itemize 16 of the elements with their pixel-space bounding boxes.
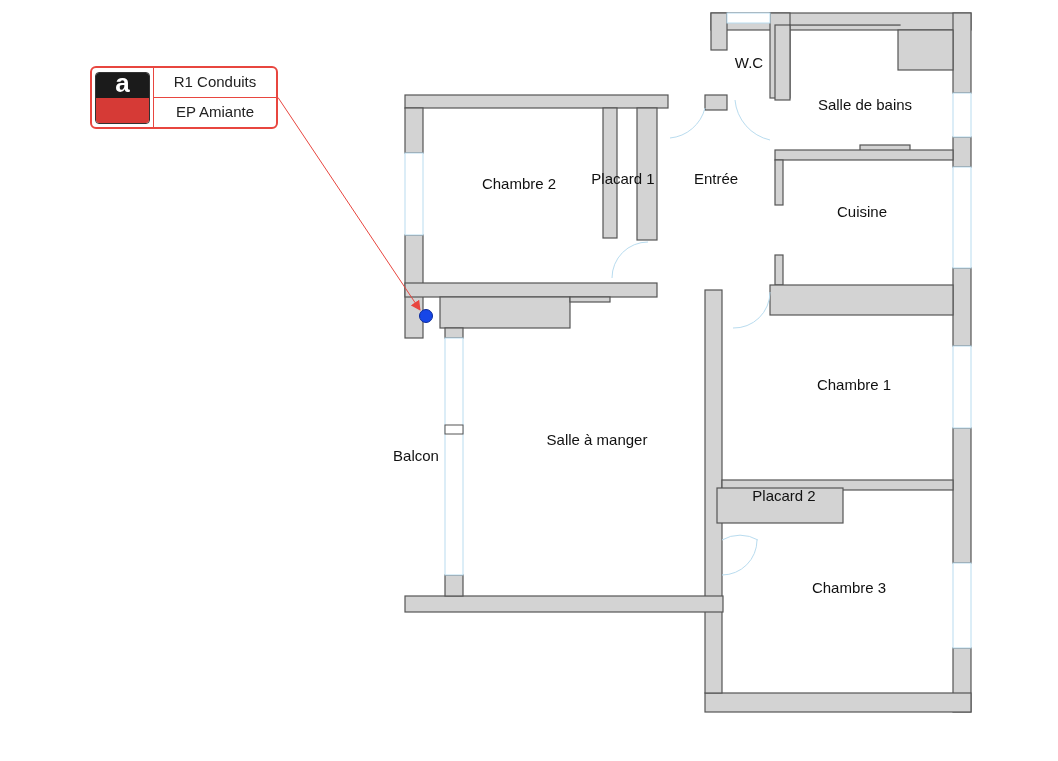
- room-label: W.C: [734, 52, 764, 73]
- room-label: Chambre 2: [481, 173, 557, 194]
- room-label: Balcon: [393, 445, 439, 466]
- room-label: Entrée: [693, 168, 739, 189]
- room-label: Chambre 3: [811, 577, 887, 598]
- callout-text: EP Amiante: [175, 102, 255, 123]
- arrow: [277, 97, 421, 311]
- callout-text: R1 Conduits: [173, 72, 257, 93]
- room-label: Salle à manger: [546, 429, 648, 450]
- callout-box: [90, 66, 278, 129]
- room-label: Cuisine: [837, 201, 887, 222]
- room-label: Placard 2: [752, 485, 816, 506]
- room-label: Placard 1: [591, 168, 655, 189]
- room-label: Salle de bains: [817, 94, 913, 115]
- marker-letter: a: [115, 72, 130, 96]
- room-label: Chambre 1: [816, 374, 892, 395]
